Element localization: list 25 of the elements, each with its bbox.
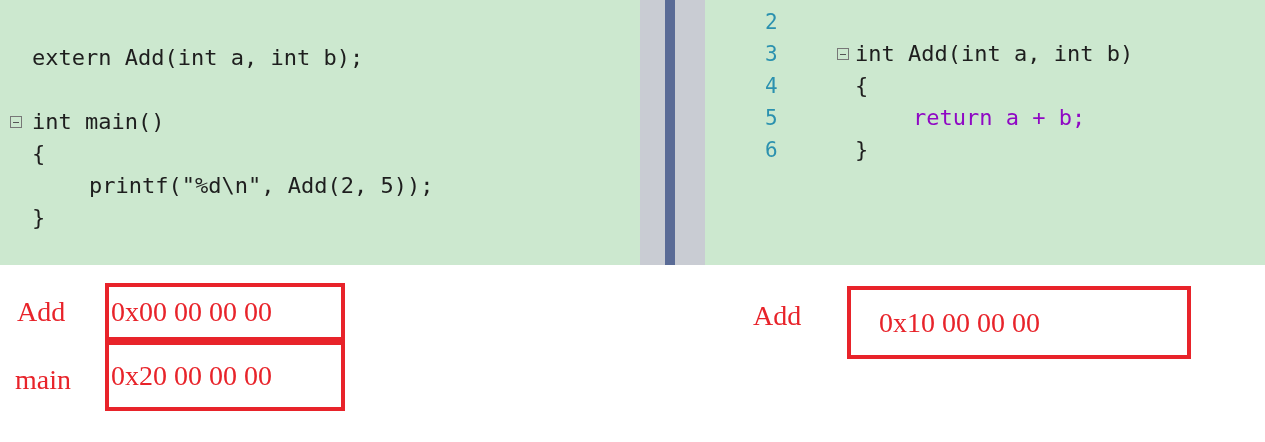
line-number: 5 [765, 105, 778, 132]
line-number: 3 [765, 41, 778, 68]
code-line: { [855, 72, 869, 100]
code-line: } [855, 136, 869, 164]
line-number: 6 [765, 137, 778, 164]
address-box [847, 286, 1191, 359]
code-editor-panel [705, 0, 1265, 265]
symbol-name: main [15, 364, 71, 396]
address-text: 0x20 00 00 00 [111, 360, 272, 392]
code-line: int main() [32, 108, 165, 136]
code-line: { [32, 140, 46, 168]
address-box [105, 341, 345, 411]
code-line: extern Add(int a, int b); [32, 44, 364, 72]
code-line: printf("%d\n", Add(2, 5)); [89, 172, 434, 200]
code-line: int Add(int a, int b) [855, 40, 1134, 68]
code-line: return a + b; [913, 104, 1086, 132]
address-box [105, 283, 345, 341]
line-number: 2 [765, 9, 778, 36]
symbol-name: Add [753, 300, 802, 332]
symbol-name: Add [17, 296, 66, 328]
address-text: 0x10 00 00 00 [879, 306, 1040, 339]
address-text: 0x00 00 00 00 [111, 296, 272, 328]
code-line: } [32, 204, 46, 232]
code-editor-panel [0, 0, 640, 265]
line-number: 4 [765, 73, 778, 100]
